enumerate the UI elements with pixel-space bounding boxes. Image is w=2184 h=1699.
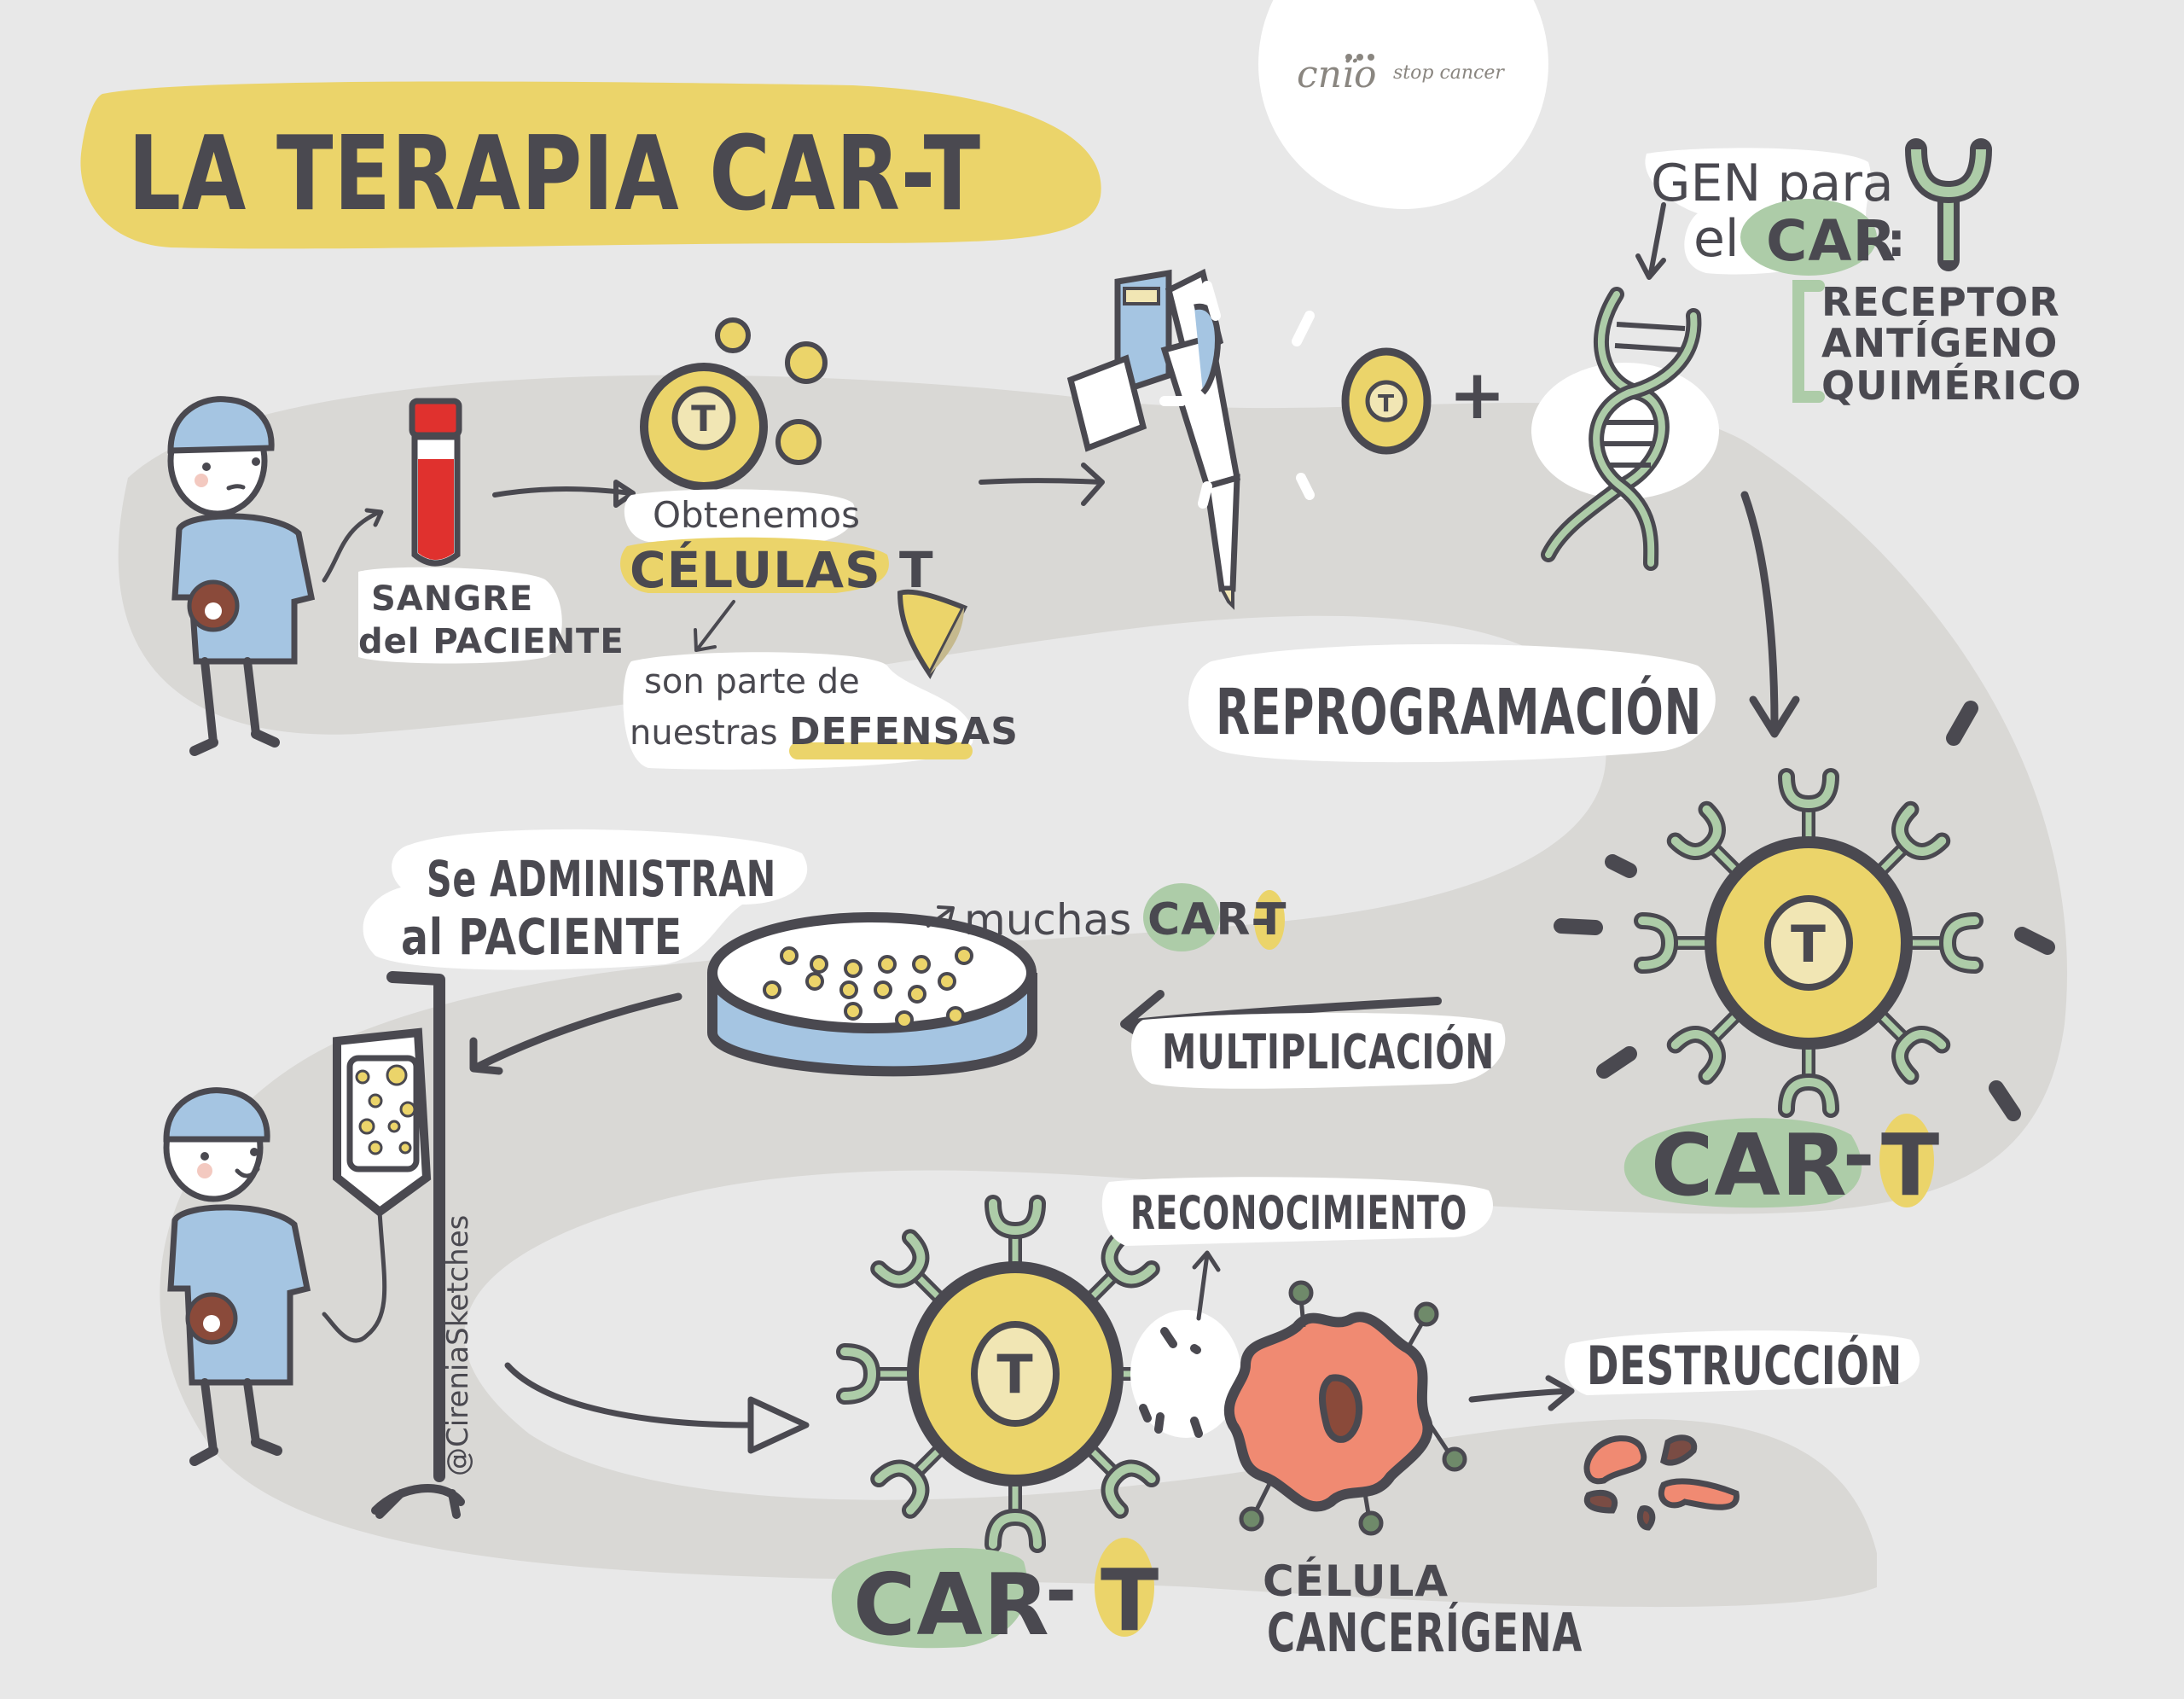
defenses-note-line1: son parte de bbox=[644, 662, 860, 701]
large-cart-letter: T bbox=[1791, 915, 1827, 975]
administer-label-line2: al PACIENTE bbox=[401, 908, 682, 966]
arrow-dish-to-iv bbox=[469, 992, 682, 1075]
patient-child-receiving-treatment bbox=[163, 1087, 311, 1466]
bottom-cart-label-t: T bbox=[1101, 1551, 1159, 1650]
car-definition-1: RECEPTOR bbox=[1821, 279, 2060, 325]
bottom-cart-label-car: CAR bbox=[853, 1555, 1050, 1655]
highlight-cart-yellow-bottom bbox=[1095, 1538, 1154, 1637]
arrow-to-tcells bbox=[492, 480, 636, 508]
large-cart-label-car: CAR bbox=[1651, 1115, 1848, 1215]
reprogramming-label: REPROGRAMACIÓN bbox=[1216, 674, 1702, 749]
many-label-car: CAR- bbox=[1147, 894, 1270, 946]
gene-label-line1: GEN para bbox=[1651, 154, 1894, 213]
arrow-to-cart-attack bbox=[504, 1362, 810, 1454]
arrow-reprogramming-down bbox=[1740, 491, 1800, 738]
car-definition-3: QUIMÉRICO bbox=[1821, 363, 2082, 409]
label-bg-defenses bbox=[623, 652, 973, 770]
cancer-cell-label-line2: CANCERÍGENA bbox=[1267, 1602, 1583, 1664]
label-bg-destruction bbox=[1565, 1330, 1920, 1395]
label-bg-reprogramming bbox=[1188, 643, 1716, 763]
blood-label-line2: del PACIENTE bbox=[358, 622, 624, 661]
label-bg-blood bbox=[358, 567, 562, 664]
destruction-label: DESTRUCCIÓN bbox=[1587, 1335, 1902, 1397]
blood-label-line1: SANGRE bbox=[371, 579, 533, 619]
label-bg-administer bbox=[363, 829, 808, 970]
car-t-cell-large: T bbox=[1554, 701, 2055, 1121]
arrow-to-many bbox=[926, 905, 955, 928]
logo-tagline: stop cancer bbox=[1393, 62, 1505, 84]
label-bg-multiplication bbox=[1131, 1012, 1506, 1089]
car-definition-2: ANTÍGENO bbox=[1821, 320, 2058, 366]
logo-circle bbox=[1258, 0, 1548, 209]
blood-tube-icon bbox=[409, 398, 462, 567]
highlight-car bbox=[1740, 199, 1877, 276]
arrow-gene-to-dna bbox=[1635, 202, 1666, 280]
large-cart-label-t: T bbox=[1881, 1115, 1940, 1215]
tcells-label-line1: Obtenemos bbox=[653, 494, 860, 536]
single-t-cell-letter: T bbox=[1378, 389, 1395, 417]
many-label-t: T bbox=[1256, 894, 1287, 946]
iv-drip-icon bbox=[322, 971, 465, 1519]
highlight-many-t bbox=[1254, 890, 1285, 950]
highlight-defensas bbox=[789, 742, 973, 759]
highlight-cart-green-bottom bbox=[831, 1547, 1028, 1649]
multiplication-label: MULTIPLICACIÓN bbox=[1162, 1025, 1495, 1080]
cnio-logo: cnïo stop cancer bbox=[1297, 53, 1505, 96]
label-bg-obtenemos bbox=[624, 489, 856, 542]
artist-credit: @CireniaSketches bbox=[441, 1215, 475, 1476]
bottom-cart-label-dash: - bbox=[1045, 1546, 1077, 1636]
large-cart-label-dash: - bbox=[1843, 1111, 1875, 1201]
shield-icon bbox=[897, 589, 968, 679]
gene-label-colon: : bbox=[1887, 213, 1907, 267]
highlight-cart-green-large bbox=[1623, 1118, 1862, 1208]
arrow-to-recognition bbox=[1192, 1250, 1221, 1321]
arrow-to-destruction bbox=[1468, 1375, 1575, 1411]
page-title: LA TERAPIA CAR-T bbox=[128, 115, 981, 234]
gene-label-line2-highlight: CAR bbox=[1766, 208, 1896, 274]
title-banner bbox=[80, 81, 1101, 249]
definition-bracket bbox=[1792, 280, 1825, 403]
bottom-cart-letter: T bbox=[996, 1343, 1033, 1405]
label-bg-recognition bbox=[1101, 1177, 1493, 1246]
logo-brand: cnïo bbox=[1297, 53, 1377, 96]
t-cell-letter: T bbox=[691, 398, 717, 439]
single-t-cell: T bbox=[1159, 281, 1432, 509]
arrow-to-blood bbox=[322, 508, 384, 583]
gene-label-line2-plain: el bbox=[1693, 209, 1740, 269]
arrow-to-pipette bbox=[979, 463, 1105, 506]
cancer-cell-icon bbox=[1223, 1280, 1467, 1536]
dna-helix-icon bbox=[1541, 287, 1702, 571]
recognition-label: RECONOCIMIENTO bbox=[1130, 1186, 1467, 1240]
car-t-cell-bottom: T bbox=[845, 1203, 1186, 1545]
cancer-cell-label-line1: CÉLULA bbox=[1263, 1556, 1449, 1606]
patient-child-with-teddy bbox=[167, 396, 316, 756]
highlight-cart-yellow-large bbox=[1879, 1114, 1934, 1207]
destroyed-cell-fragments-icon bbox=[1583, 1434, 1740, 1531]
highlight-many-car bbox=[1143, 883, 1220, 951]
tcells-label-line2: CÉLULAS T bbox=[630, 540, 934, 599]
car-receptor-icon bbox=[1905, 138, 1992, 271]
recognition-burst bbox=[1130, 1310, 1241, 1438]
highlight-celulas bbox=[620, 537, 889, 593]
t-cell-cluster: T bbox=[640, 317, 828, 491]
defenses-note-plain: nuestras bbox=[630, 713, 778, 753]
petri-dish-icon bbox=[707, 912, 1037, 1077]
arrow-to-defenses bbox=[694, 600, 735, 652]
plus-sign: + bbox=[1449, 355, 1507, 434]
defenses-note-highlight: DEFENSAS bbox=[789, 710, 1019, 753]
administer-label-line1: Se ADMINISTRAN bbox=[427, 850, 776, 908]
dna-bg bbox=[1531, 363, 1719, 499]
many-label-plain: muchas bbox=[964, 895, 1131, 945]
